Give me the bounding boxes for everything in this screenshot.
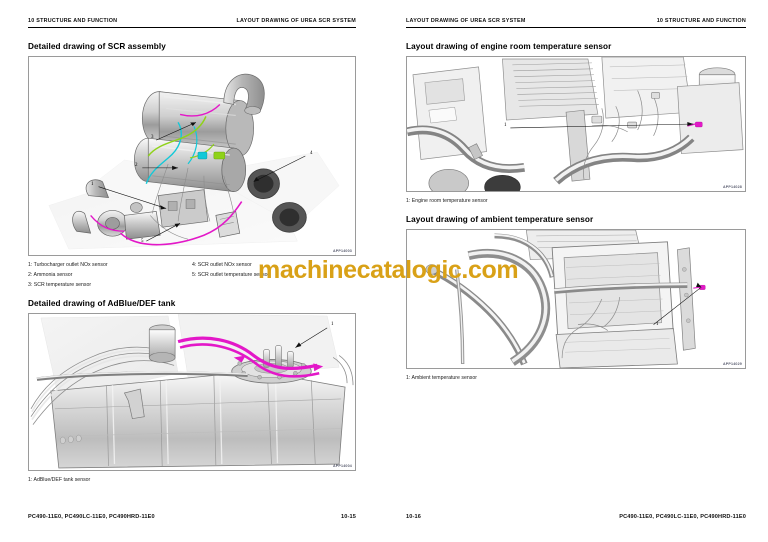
figure-engine-room-temp-sensor: 1 APP14028 [406, 56, 746, 192]
legend-item: 5: SCR outlet temperature sensor [192, 272, 270, 279]
running-head-left-page: 10 STRUCTURE AND FUNCTION LAYOUT DRAWING… [28, 18, 356, 28]
running-head-right: LAYOUT DRAWING OF UREA SCR SYSTEM [236, 18, 356, 24]
legend-item: 1: Engine room temperature sensor [406, 198, 488, 204]
running-head-right-page: LAYOUT DRAWING OF UREA SCR SYSTEM 10 STR… [406, 18, 746, 28]
figure-callout-4: 4 [310, 151, 313, 156]
figure-callout-1: 1 [656, 322, 659, 328]
legend-column-right: 4: SCR outlet NOx sensor 5: SCR outlet t… [192, 260, 356, 290]
figure-callout-2: 2 [135, 163, 138, 168]
figure-ambient-temp-sensor-artwork [407, 230, 745, 369]
page-right: LAYOUT DRAWING OF UREA SCR SYSTEM 10 STR… [384, 0, 768, 542]
figure-callout-5: 5 [141, 239, 144, 244]
section-title-ambient-temp-sensor: Layout drawing of ambient temperature se… [406, 215, 594, 225]
running-head-right: 10 STRUCTURE AND FUNCTION [656, 18, 746, 24]
footer-right-page: 10-16 PC490-11E0, PC490LC-11E0, PC490HRD… [406, 514, 746, 520]
legend-item: 1: Turbocharger outlet NOx sensor [28, 262, 108, 268]
legend-item: 1: AdBlue/DEF tank sensor [28, 477, 91, 484]
figure-adblue-tank-artwork [29, 314, 355, 471]
running-head-left: 10 STRUCTURE AND FUNCTION [28, 18, 118, 24]
figure-scr-assembly-artwork [29, 57, 355, 255]
legend-item: 3: SCR temperature sensor [28, 282, 92, 289]
figure-code-engine-room-temp-sensor: APP14028 [723, 185, 742, 189]
section-title-engine-room-temp-sensor: Layout drawing of engine room temperatur… [406, 42, 612, 51]
figure-code-adblue-tank: APP14004 [333, 464, 352, 469]
legend-item: 4: SCR outlet NOx sensor [192, 262, 252, 268]
page-left: 10 STRUCTURE AND FUNCTION LAYOUT DRAWING… [28, 18, 356, 520]
footer-page-number: 10-15 [340, 514, 356, 520]
running-head-left: LAYOUT DRAWING OF UREA SCR SYSTEM [406, 18, 526, 24]
footer-left-page: PC490-11E0, PC490LC-11E0, PC490HRD-11E0 … [28, 514, 356, 520]
figure-adblue-tank: 1 APP14004 [28, 313, 356, 472]
figure-code-scr-assembly: APP14003 [333, 249, 352, 253]
legend-ambient-temp-sensor: 1: Ambient temperature sensor [406, 373, 746, 383]
figure-callout-1: 1 [504, 123, 507, 128]
footer-page-number: 10-16 [406, 514, 422, 520]
legend-column-left: 1: Turbocharger outlet NOx sensor 2: Amm… [28, 260, 192, 290]
section-title-adblue-tank: Detailed drawing of AdBlue/DEF tank [28, 299, 176, 309]
legend-item: 1: Ambient temperature sensor [406, 375, 477, 382]
figure-scr-assembly: 1 2 3 4 5 APP14003 [28, 56, 356, 256]
legend-adblue-tank: 1: AdBlue/DEF tank sensor [28, 475, 356, 485]
figure-callout-1: 1 [331, 322, 334, 328]
legend-item: 2: Ammonia sensor [28, 272, 73, 279]
figure-engine-room-temp-sensor-artwork [407, 57, 745, 191]
figure-callout-1: 1 [91, 182, 94, 187]
figure-callout-3: 3 [151, 135, 154, 140]
footer-model: PC490-11E0, PC490LC-11E0, PC490HRD-11E0 [619, 514, 746, 520]
section-title-scr-assembly: Detailed drawing of SCR assembly [28, 42, 166, 51]
legend-engine-room-temp-sensor: 1: Engine room temperature sensor [406, 196, 746, 206]
legend-scr-assembly: 1: Turbocharger outlet NOx sensor 2: Amm… [28, 260, 356, 290]
figure-ambient-temp-sensor: 1 APP14029 [406, 229, 746, 370]
figure-code-ambient-temp-sensor: APP14029 [723, 362, 742, 367]
footer-model: PC490-11E0, PC490LC-11E0, PC490HRD-11E0 [28, 514, 155, 520]
